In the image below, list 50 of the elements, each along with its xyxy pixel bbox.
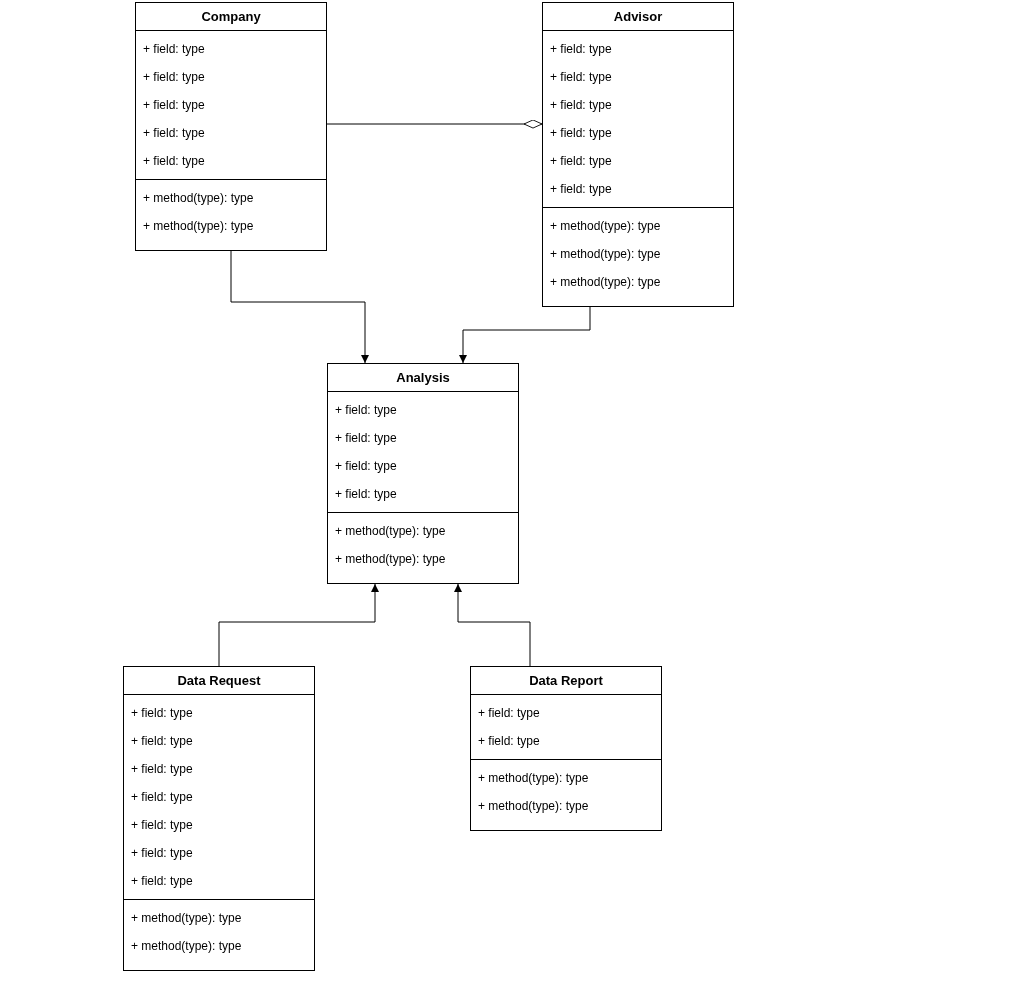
class-name: Data Report <box>529 671 603 690</box>
member-text: + method(type): type <box>550 218 661 235</box>
member-text: + field: type <box>550 153 612 170</box>
member-text: + field: type <box>550 125 612 142</box>
member-text: + field: type <box>131 705 193 722</box>
arrow <box>218 583 379 667</box>
member-text: + method(type): type <box>143 218 254 235</box>
member-text: + field: type <box>550 97 612 114</box>
member-text: + field: type <box>131 873 193 890</box>
class-name: Company <box>201 7 261 26</box>
member-text: + method(type): type <box>550 246 661 263</box>
aggregation-line <box>326 119 543 129</box>
member-text: + method(type): type <box>550 274 661 291</box>
member-text: + field: type <box>143 153 205 170</box>
class-name: Analysis <box>396 368 450 387</box>
member-text: + method(type): type <box>335 523 446 540</box>
member-text: + method(type): type <box>131 910 242 927</box>
class-box <box>123 666 315 971</box>
class-box <box>327 363 519 584</box>
class-box <box>135 2 327 251</box>
member-text: + field: type <box>131 817 193 834</box>
member-text: + field: type <box>335 486 397 503</box>
member-text: + method(type): type <box>143 190 254 207</box>
member-text: + field: type <box>550 69 612 86</box>
member-text: + field: type <box>478 733 540 750</box>
member-text: + field: type <box>335 458 397 475</box>
member-text: + field: type <box>143 97 205 114</box>
class-name: Advisor <box>613 7 663 26</box>
member-text: + method(type): type <box>131 938 242 955</box>
class-box <box>470 666 662 831</box>
member-text: + field: type <box>131 845 193 862</box>
member-text: + field: type <box>550 41 612 58</box>
member-text: + field: type <box>143 125 205 142</box>
member-text: + method(type): type <box>335 551 446 568</box>
member-text: + field: type <box>478 705 540 722</box>
arrow <box>230 250 369 364</box>
member-text: + field: type <box>143 41 205 58</box>
member-text: + method(type): type <box>478 770 589 787</box>
member-text: + field: type <box>131 761 193 778</box>
arrow <box>459 306 591 364</box>
member-text: + field: type <box>131 733 193 750</box>
member-text: + field: type <box>143 69 205 86</box>
member-text: + field: type <box>335 402 397 419</box>
member-text: + field: type <box>335 430 397 447</box>
member-text: + field: type <box>131 789 193 806</box>
class-name: Data Request <box>177 671 261 690</box>
class-box <box>542 2 734 307</box>
member-text: + field: type <box>550 181 612 198</box>
arrow <box>454 583 531 667</box>
member-text: + method(type): type <box>478 798 589 815</box>
